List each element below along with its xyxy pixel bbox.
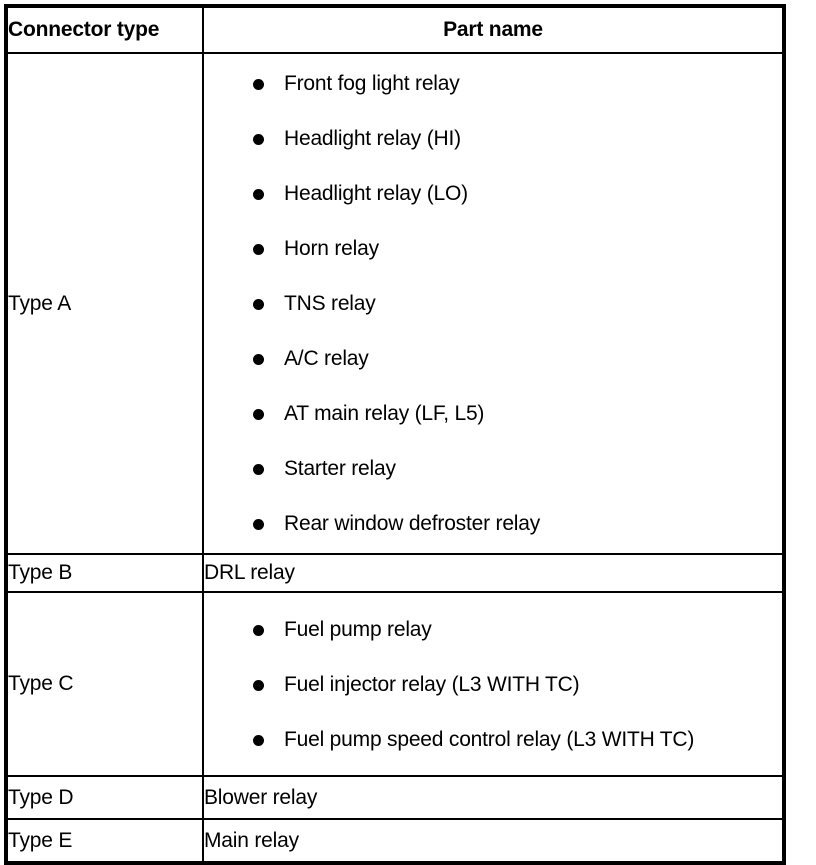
- table-row: Type A Front fog light relay Headlight r…: [5, 52, 785, 555]
- list-item: Fuel injector relay (L3 WITH TC): [204, 671, 782, 698]
- list-item: A/C relay: [204, 345, 782, 372]
- list-item-label: Headlight relay (LO): [284, 182, 468, 205]
- connector-type-label: Type A: [5, 52, 204, 555]
- table-body: Type A Front fog light relay Headlight r…: [5, 52, 785, 864]
- column-header-part-name: Part name: [202, 5, 785, 54]
- table-row: Type D Blower relay: [5, 775, 785, 820]
- list-item-label: AT main relay (LF, L5): [284, 402, 485, 425]
- bullet-icon: [253, 134, 264, 145]
- bullet-icon: [253, 244, 264, 255]
- connector-type-label: Type C: [5, 591, 204, 777]
- list-item: Fuel pump speed control relay (L3 WITH T…: [204, 726, 782, 753]
- bullet-icon: [253, 189, 264, 200]
- table-header-row: Connector type Part name: [5, 5, 785, 54]
- connector-type-label: Type E: [5, 818, 204, 864]
- bullet-icon: [253, 464, 264, 475]
- relay-connector-table: Connector type Part name Type A Front fo…: [4, 4, 786, 865]
- list-item-label: Horn relay: [284, 237, 379, 260]
- connector-type-label: Type B: [5, 553, 204, 593]
- connector-type-label: Type D: [5, 775, 204, 820]
- list-item-label: Starter relay: [284, 457, 396, 480]
- list-item-label: Fuel injector relay (L3 WITH TC): [284, 672, 580, 696]
- part-name-cell: DRL relay: [202, 553, 785, 593]
- list-item: Headlight relay (LO): [204, 180, 782, 207]
- table-row: Type C Fuel pump relay Fuel injector rel…: [5, 591, 785, 777]
- bullet-icon: [253, 299, 264, 310]
- bullet-icon: [253, 679, 264, 691]
- list-item-label: Front fog light relay: [284, 72, 460, 95]
- part-name-cell: Front fog light relay Headlight relay (H…: [202, 52, 785, 555]
- list-item-label: TNS relay: [284, 292, 376, 315]
- list-item: Fuel pump relay: [204, 616, 782, 643]
- list-item-label: Fuel pump speed control relay (L3 WITH T…: [284, 727, 695, 751]
- relay-list: Front fog light relay Headlight relay (H…: [204, 54, 782, 553]
- table-header: Connector type Part name: [5, 5, 785, 54]
- bullet-icon: [253, 519, 264, 530]
- list-item-label: Headlight relay (HI): [284, 127, 461, 150]
- list-item: Rear window defroster relay: [204, 510, 782, 537]
- relay-list: Fuel pump relay Fuel injector relay (L3 …: [204, 600, 782, 769]
- list-item: Horn relay: [204, 235, 782, 262]
- bullet-icon: [253, 624, 264, 636]
- bullet-icon: [253, 734, 264, 746]
- list-item: Front fog light relay: [204, 70, 782, 97]
- list-item: TNS relay: [204, 290, 782, 317]
- part-name-cell: Blower relay: [202, 775, 785, 820]
- table-row: Type B DRL relay: [5, 553, 785, 593]
- column-header-connector-type: Connector type: [5, 5, 204, 54]
- list-item: AT main relay (LF, L5): [204, 400, 782, 427]
- table-row: Type E Main relay: [5, 818, 785, 864]
- part-name-cell: Main relay: [202, 818, 785, 864]
- list-item-label: Rear window defroster relay: [284, 512, 541, 535]
- list-item: Starter relay: [204, 455, 782, 482]
- bullet-icon: [253, 79, 264, 90]
- list-item: Headlight relay (HI): [204, 125, 782, 152]
- part-name-cell: Fuel pump relay Fuel injector relay (L3 …: [202, 591, 785, 777]
- list-item-label: Fuel pump relay: [284, 617, 432, 641]
- bullet-icon: [253, 354, 264, 365]
- bullet-icon: [253, 409, 264, 420]
- list-item-label: A/C relay: [284, 347, 369, 370]
